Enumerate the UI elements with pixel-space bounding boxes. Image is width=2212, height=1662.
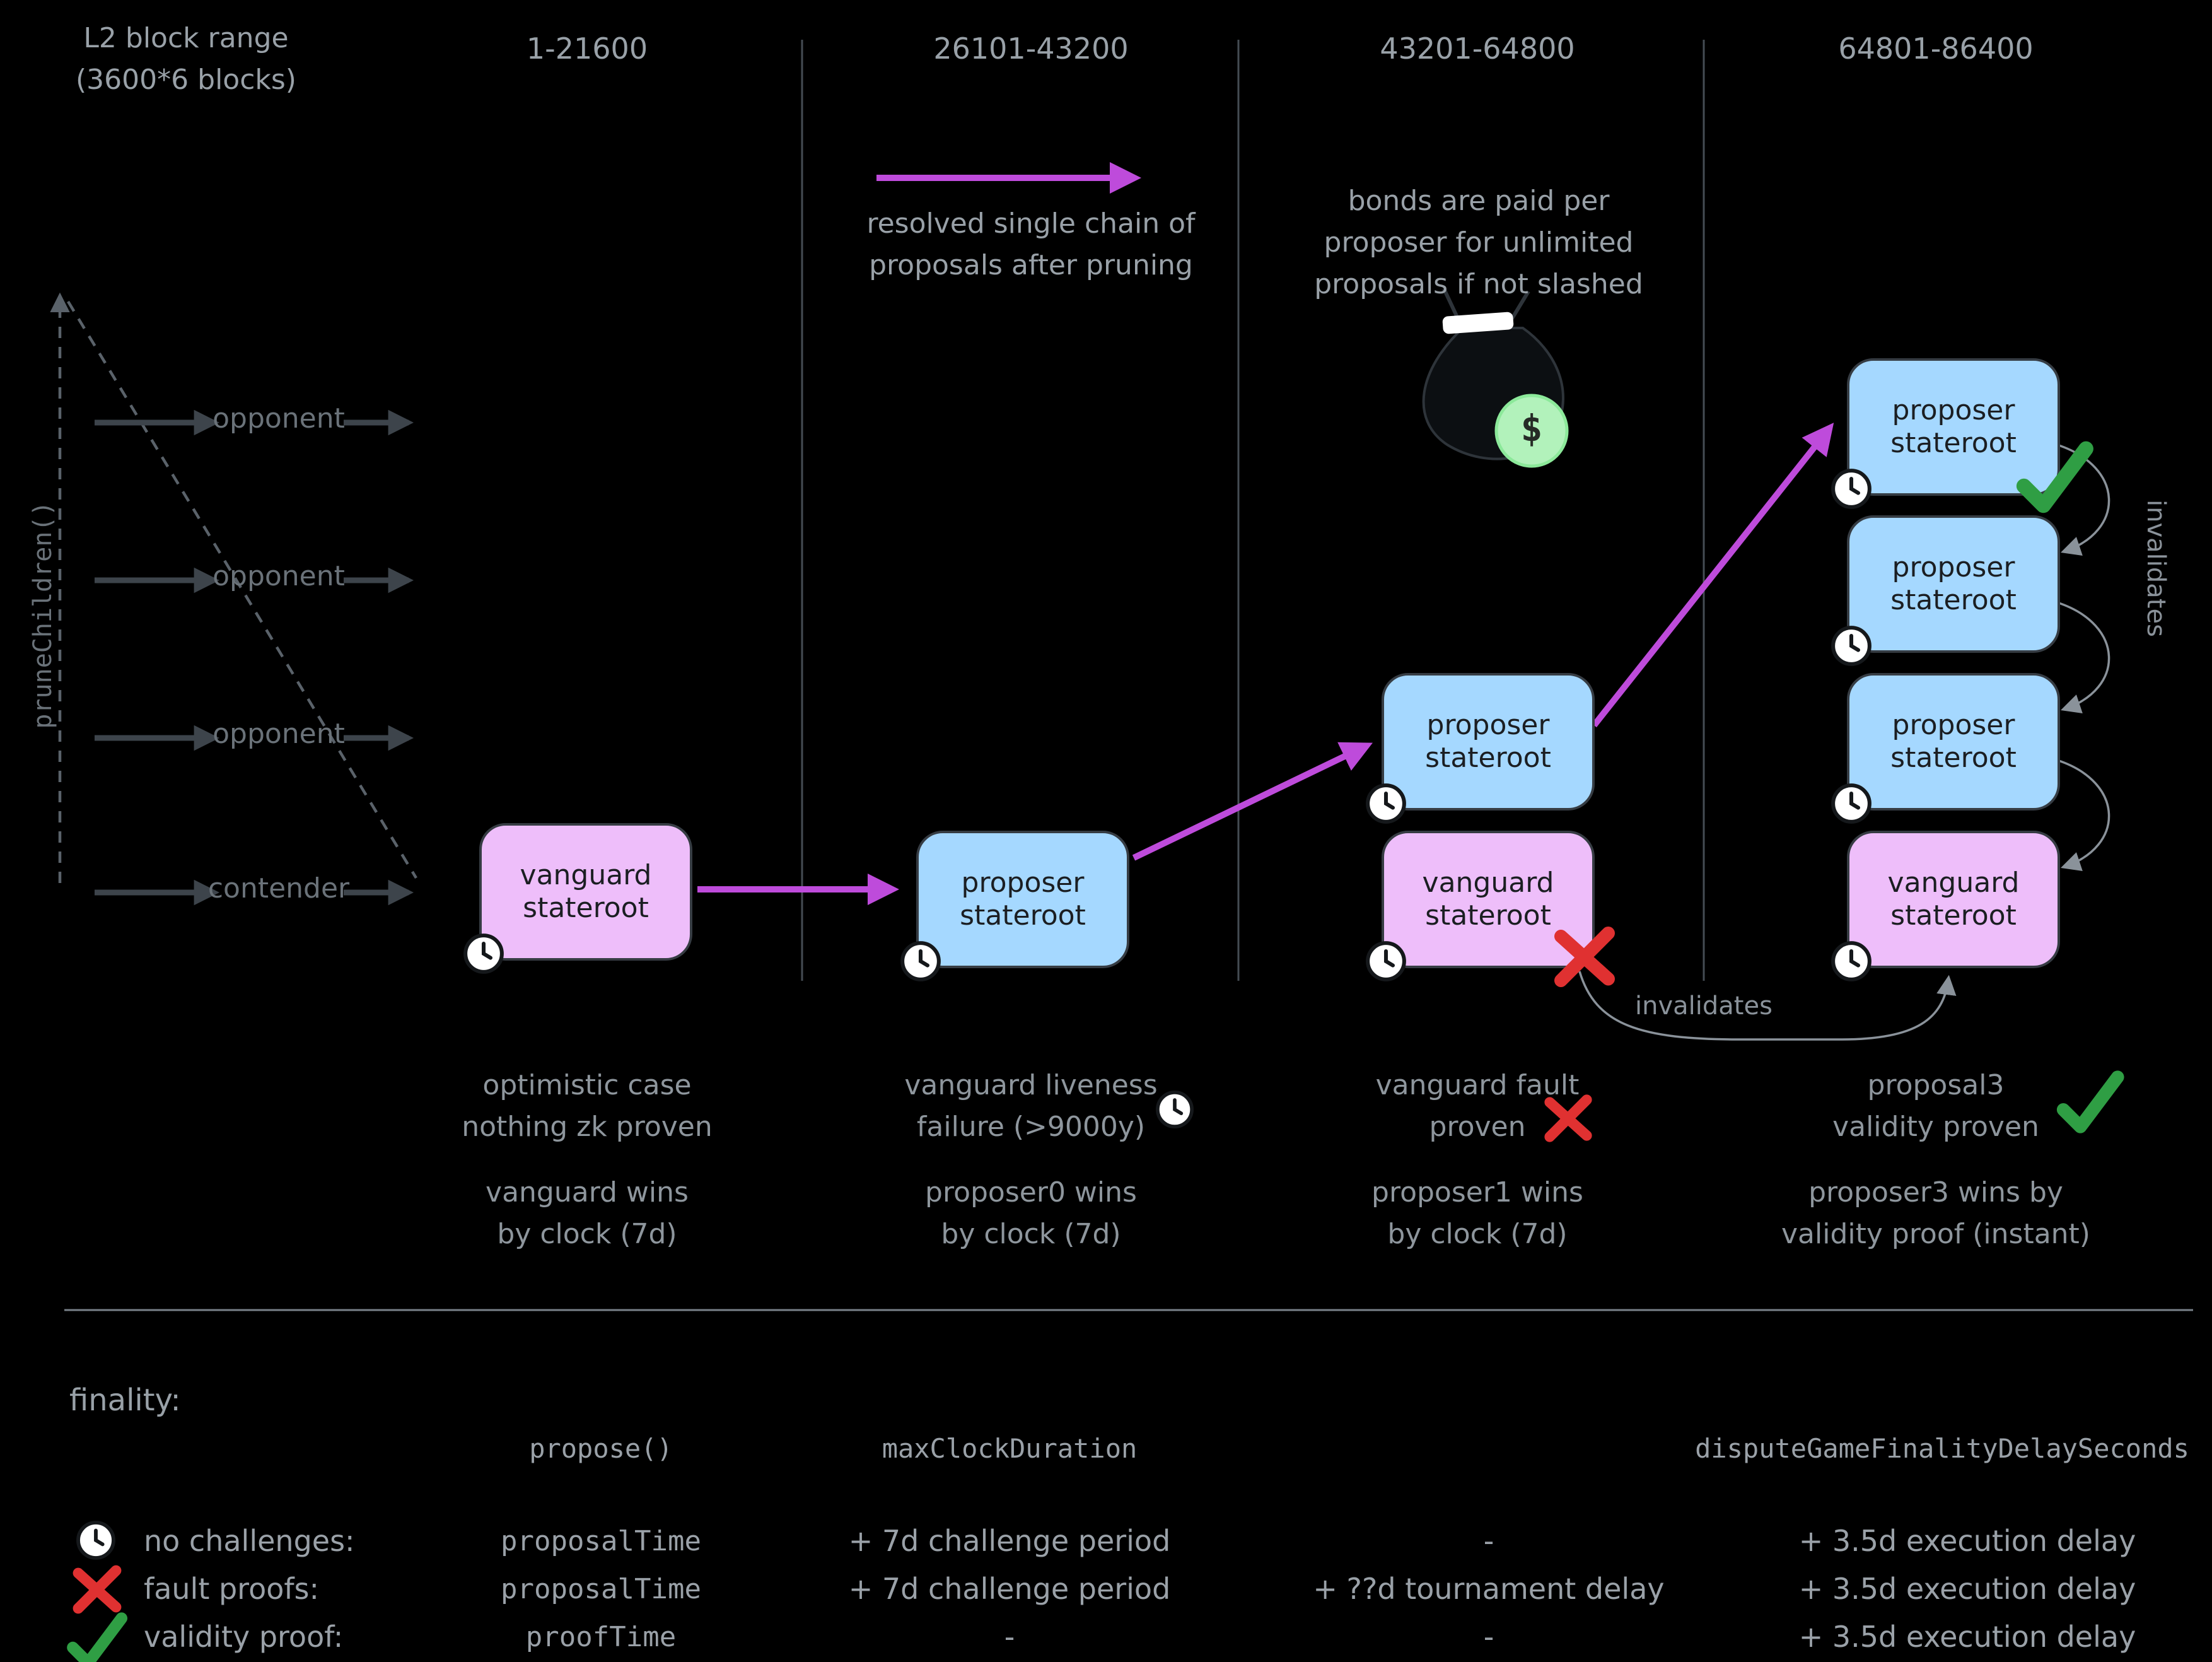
box-label: proposer stateroot — [1425, 709, 1551, 774]
red-x-icon — [1554, 927, 1615, 987]
row-label-opponent-2: opponent — [212, 560, 345, 592]
invalidates-arc — [2056, 759, 2110, 871]
resolved-chain-note: resolved single chain of proposals after… — [866, 208, 1196, 281]
prune-diagonal-dashed-line — [67, 300, 417, 879]
finality-row-label: validity proof: — [144, 1620, 344, 1654]
proposer-stateroot-box-col4-2: proposer stateroot — [1831, 515, 2060, 666]
box-label: proposer stateroot — [1890, 394, 2017, 459]
caption-result-col3: vanguard fault proven — [1375, 1069, 1580, 1143]
row-label-opponent-1: opponent — [212, 402, 345, 435]
finality-header-propose: propose() — [529, 1433, 673, 1464]
invalidates-bottom-label: invalidates — [1635, 992, 1773, 1021]
green-check-icon — [2016, 441, 2093, 513]
caption-result-col2: vanguard liveness failure (>9000y) — [904, 1069, 1158, 1143]
invalidates-bottom-curve — [1578, 971, 1957, 1041]
clock-icon — [76, 1521, 115, 1560]
caption-winner-col2: proposer0 wins by clock (7d) — [925, 1176, 1137, 1250]
finality-propose-value: proposalTime — [501, 1525, 701, 1557]
caption-result-col1: optimistic case nothing zk proven — [462, 1069, 713, 1143]
invalidates-arc — [2056, 601, 2110, 713]
finality-row-label: fault proofs: — [144, 1572, 320, 1606]
finality-header-dispute-delay: disputeGameFinalityDelaySeconds — [1695, 1433, 2189, 1464]
finality-max-clock-value: + 7d challenge period — [848, 1572, 1171, 1606]
finality-title: finality: — [69, 1383, 181, 1418]
finality-tournament-value: + ??d tournament delay — [1313, 1572, 1665, 1606]
box-label: vanguard stateroot — [1887, 867, 2020, 932]
clock-icon — [1156, 1091, 1194, 1128]
red-x-icon — [1544, 1094, 1592, 1142]
clock-icon — [1831, 941, 1871, 981]
proposer-stateroot-box-col3: proposer stateroot — [1366, 673, 1595, 824]
finality-delay-value: + 3.5d execution delay — [1798, 1524, 2136, 1558]
money-bag-band-icon — [1442, 312, 1514, 334]
box-label: vanguard stateroot — [1422, 867, 1554, 932]
box-label: proposer stateroot — [1890, 551, 2017, 616]
finality-row-label: no challenges: — [144, 1524, 355, 1558]
caption-winner-col3: proposer1 wins by clock (7d) — [1371, 1176, 1583, 1250]
vanguard-stateroot-box-col4: vanguard stateroot — [1831, 831, 2060, 981]
dollar-badge-icon — [1494, 394, 1569, 468]
caption-result-col4: proposal3 validity proven — [1832, 1069, 2039, 1143]
clock-icon — [1831, 626, 1871, 666]
vanguard-stateroot-box-col3: vanguard stateroot — [1366, 831, 1615, 987]
dollar-sign-label: $ — [1520, 407, 1543, 450]
row-label-contender: contender — [207, 872, 350, 904]
column-header-1: 1-21600 — [526, 32, 648, 66]
clock-icon — [1366, 941, 1406, 981]
money-bag-tie-icon — [1442, 288, 1530, 320]
finality-propose-value: proofTime — [525, 1621, 677, 1653]
finality-header-max-clock: maxClockDuration — [882, 1433, 1138, 1464]
box-label: vanguard stateroot — [520, 859, 652, 924]
row-label-opponent-3: opponent — [212, 718, 345, 750]
column-header-2: 26101-43200 — [933, 32, 1129, 66]
red-x-icon — [73, 1565, 122, 1614]
range-header: L2 block range (3600*6 blocks) — [76, 22, 296, 96]
caption-winner-col4: proposer3 wins by validity proof (instan… — [1781, 1176, 2090, 1250]
chain-arrow-3 — [1592, 423, 1834, 728]
finality-propose-value: proposalTime — [501, 1573, 701, 1605]
clock-icon — [1831, 469, 1871, 509]
finality-max-clock-value: - — [1004, 1620, 1015, 1654]
proposer-stateroot-box-col4-top: proposer stateroot — [1831, 358, 2093, 513]
caption-winner-col1: vanguard wins by clock (7d) — [486, 1176, 689, 1250]
finality-tournament-value: - — [1483, 1524, 1494, 1558]
clock-icon — [463, 933, 504, 974]
box-label: proposer stateroot — [1890, 709, 2017, 774]
prune-children-label: pruneChildren() — [28, 501, 57, 729]
finality-tournament-value: - — [1483, 1620, 1494, 1654]
finality-delay-value: + 3.5d execution delay — [1798, 1572, 2136, 1606]
clock-icon — [1366, 783, 1406, 824]
box-label: proposer stateroot — [960, 867, 1086, 932]
finality-delay-value: + 3.5d execution delay — [1798, 1620, 2136, 1654]
clock-icon — [1831, 783, 1871, 824]
clock-icon — [900, 941, 941, 981]
finality-max-clock-value: + 7d challenge period — [848, 1524, 1171, 1558]
column-header-3: 43201-64800 — [1380, 32, 1575, 66]
green-check-icon — [2056, 1070, 2124, 1133]
proposer-stateroot-box-col4-3: proposer stateroot — [1831, 673, 2060, 824]
column-header-4: 64801-86400 — [1838, 32, 2034, 66]
invalidates-side-label: invalidates — [2141, 500, 2170, 637]
chain-arrow-2 — [1132, 742, 1373, 861]
bonds-note: bonds are paid per proposer for unlimite… — [1314, 185, 1643, 300]
green-check-icon — [67, 1612, 128, 1662]
vanguard-stateroot-box-col1: vanguard stateroot — [463, 823, 692, 974]
proposer-stateroot-box-col2: proposer stateroot — [900, 831, 1129, 981]
